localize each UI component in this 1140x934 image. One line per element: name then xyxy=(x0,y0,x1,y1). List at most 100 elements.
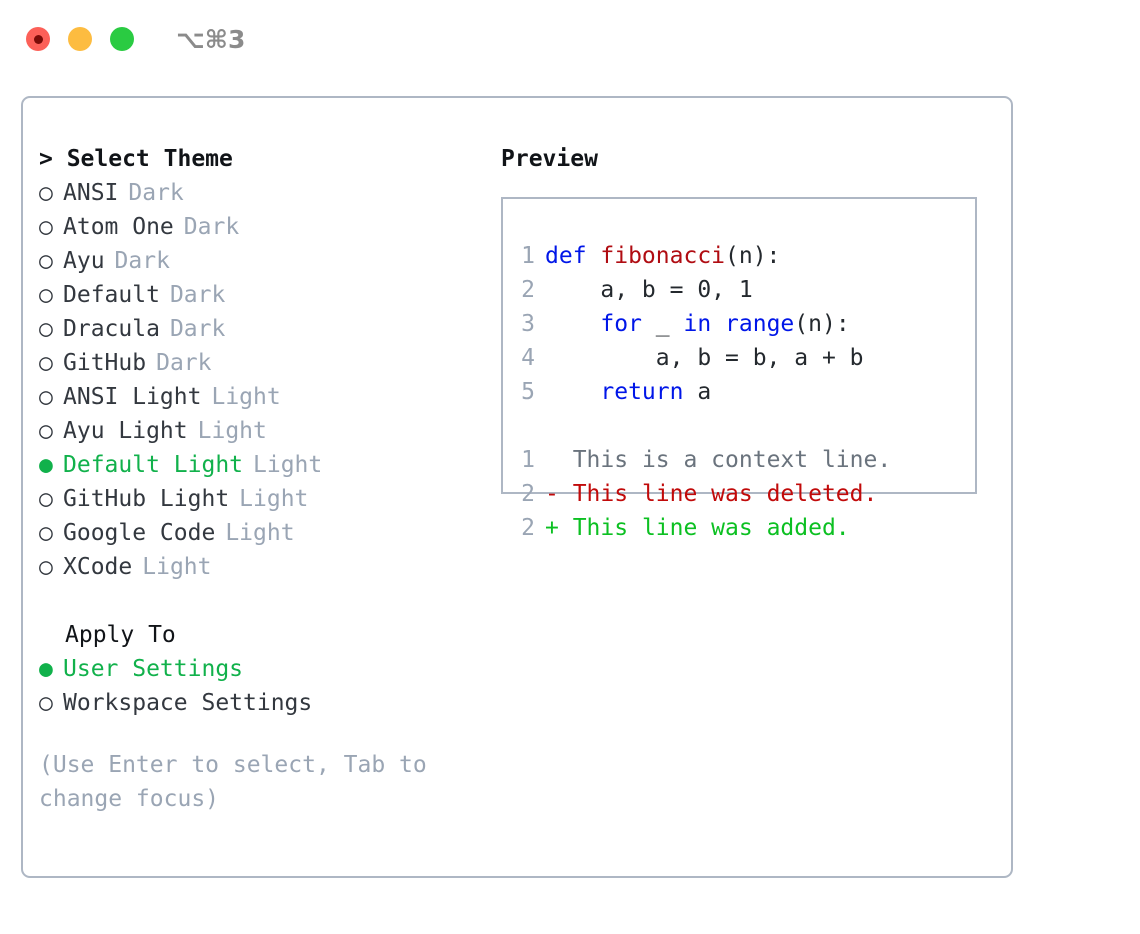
window-controls xyxy=(26,27,134,51)
radio-unselected-icon[interactable]: ○ xyxy=(39,349,53,376)
radio-unselected-icon[interactable]: ○ xyxy=(39,689,53,716)
close-button[interactable] xyxy=(26,27,50,51)
code-line-text: a, b = b, a + b xyxy=(545,345,864,371)
theme-list-item[interactable]: ○ Dracula Dark xyxy=(39,312,489,346)
code-token: def xyxy=(545,243,601,269)
theme-item-label: GitHub xyxy=(63,350,147,376)
theme-item-label: ANSI xyxy=(63,180,119,206)
code-diff-gap xyxy=(503,409,975,443)
theme-item-variant: Dark xyxy=(169,282,226,308)
minimize-button[interactable] xyxy=(68,27,92,51)
radio-unselected-icon[interactable]: ○ xyxy=(39,315,53,342)
code-line-text: return a xyxy=(545,379,711,405)
radio-unselected-icon[interactable]: ○ xyxy=(39,281,53,308)
select-theme-prompt: > Select Theme xyxy=(39,146,233,172)
code-token xyxy=(545,311,600,337)
preview-box: 1 def fibonacci(n): 2 a, b = 0, 1 3 for _ i… xyxy=(501,197,977,541)
code-line-text: for _ in range(n): xyxy=(545,311,850,337)
theme-item-variant: Light xyxy=(211,384,281,410)
apply-to-item[interactable]: ● User Settings xyxy=(39,652,489,686)
apply-to-label: User Settings xyxy=(63,656,244,682)
radio-unselected-icon[interactable]: ○ xyxy=(39,553,53,580)
code-token xyxy=(711,311,725,337)
code-token: for xyxy=(600,311,642,337)
radio-unselected-icon[interactable]: ○ xyxy=(39,213,53,240)
radio-selected-icon[interactable]: ● xyxy=(39,451,53,478)
diff-line: 1 This is a context line. xyxy=(503,443,975,477)
preview-panel: Preview 1 def fibonacci(n): 2 a, b = 0, 1 3… xyxy=(501,142,991,541)
radio-unselected-icon[interactable]: ○ xyxy=(39,179,53,206)
theme-item-label: Google Code xyxy=(63,520,216,546)
radio-selected-icon[interactable]: ● xyxy=(39,655,53,682)
theme-list-item[interactable]: ○ Ayu Light Light xyxy=(39,414,489,448)
code-sample: 1 def fibonacci(n): 2 a, b = 0, 1 3 for _ i… xyxy=(503,239,975,409)
theme-list-item[interactable]: ○ GitHub Dark xyxy=(39,346,489,380)
diff-marker xyxy=(545,447,573,473)
theme-item-label: Dracula xyxy=(63,316,160,342)
theme-item-variant: Dark xyxy=(156,350,212,376)
code-line-number: 1 xyxy=(521,243,535,269)
code-line-text: def fibonacci(n): xyxy=(545,243,780,269)
radio-unselected-icon[interactable]: ○ xyxy=(39,485,53,512)
theme-item-variant: Light xyxy=(253,452,323,478)
code-token: (n): xyxy=(794,311,850,337)
code-line-number: 2 xyxy=(521,277,535,303)
theme-item-variant: Dark xyxy=(114,248,170,274)
theme-item-label: Default xyxy=(63,282,160,308)
code-line-number: 5 xyxy=(521,379,535,405)
theme-list-item[interactable]: ○ Ayu Dark xyxy=(39,244,489,278)
maximize-button[interactable] xyxy=(110,27,134,51)
code-line-number: 4 xyxy=(521,345,535,371)
theme-item-label: Ayu xyxy=(63,248,105,274)
preview-title: Preview xyxy=(501,146,598,172)
theme-list-item[interactable]: ○ GitHub Light Light xyxy=(39,482,489,516)
theme-list-item[interactable]: ○ Default Dark xyxy=(39,278,489,312)
code-line: 5 return a xyxy=(503,375,975,409)
title-bar: ⌥⌘3 xyxy=(0,0,1140,78)
theme-item-label: Ayu Light xyxy=(63,418,188,444)
radio-unselected-icon[interactable]: ○ xyxy=(39,519,53,546)
radio-unselected-icon[interactable]: ○ xyxy=(39,247,53,274)
diff-line-number: 2 xyxy=(521,481,535,507)
code-line-text: a, b = 0, 1 xyxy=(545,277,752,303)
code-token: in xyxy=(683,311,712,337)
theme-item-variant: Light xyxy=(239,486,309,512)
apply-to-heading: Apply To xyxy=(65,622,176,648)
code-token: (n): xyxy=(725,243,781,269)
code-token: _ xyxy=(641,311,684,337)
keyboard-hint-text: (Use Enter to select, Tab to change focu… xyxy=(39,752,441,812)
theme-list-item[interactable]: ● Default Light Light xyxy=(39,448,489,482)
theme-item-label: Default Light xyxy=(63,452,244,478)
radio-unselected-icon[interactable]: ○ xyxy=(39,417,53,444)
radio-unselected-icon[interactable]: ○ xyxy=(39,383,53,410)
theme-item-label: GitHub Light xyxy=(63,486,230,512)
code-token: return xyxy=(600,379,684,405)
apply-to-item[interactable]: ○Workspace Settings xyxy=(39,686,489,720)
window-title-shortcut: ⌥⌘3 xyxy=(176,24,246,54)
theme-item-variant: Light xyxy=(197,418,267,444)
diff-line: 2- This line was deleted. xyxy=(503,477,975,511)
apply-to-list[interactable]: ● User Settings ○Workspace Settings xyxy=(39,652,489,720)
diff-line-number: 1 xyxy=(521,447,535,473)
code-line: 4 a, b = b, a + b xyxy=(503,341,975,375)
theme-item-label: XCode xyxy=(63,554,133,580)
diff-line-number: 2 xyxy=(521,515,535,541)
code-line-number: 3 xyxy=(521,311,535,337)
theme-item-variant: Dark xyxy=(183,214,240,240)
theme-item-variant: Dark xyxy=(169,316,226,342)
diff-marker: - xyxy=(545,481,573,507)
diff-marker: + xyxy=(545,515,573,541)
diff-text: This line was added. xyxy=(572,515,850,541)
code-token: range xyxy=(725,311,795,337)
theme-list-item[interactable]: ○ ANSI Light Light xyxy=(39,380,489,414)
diff-sample: 1 This is a context line.2- This line wa… xyxy=(503,443,975,545)
theme-item-label: ANSI Light xyxy=(63,384,202,410)
